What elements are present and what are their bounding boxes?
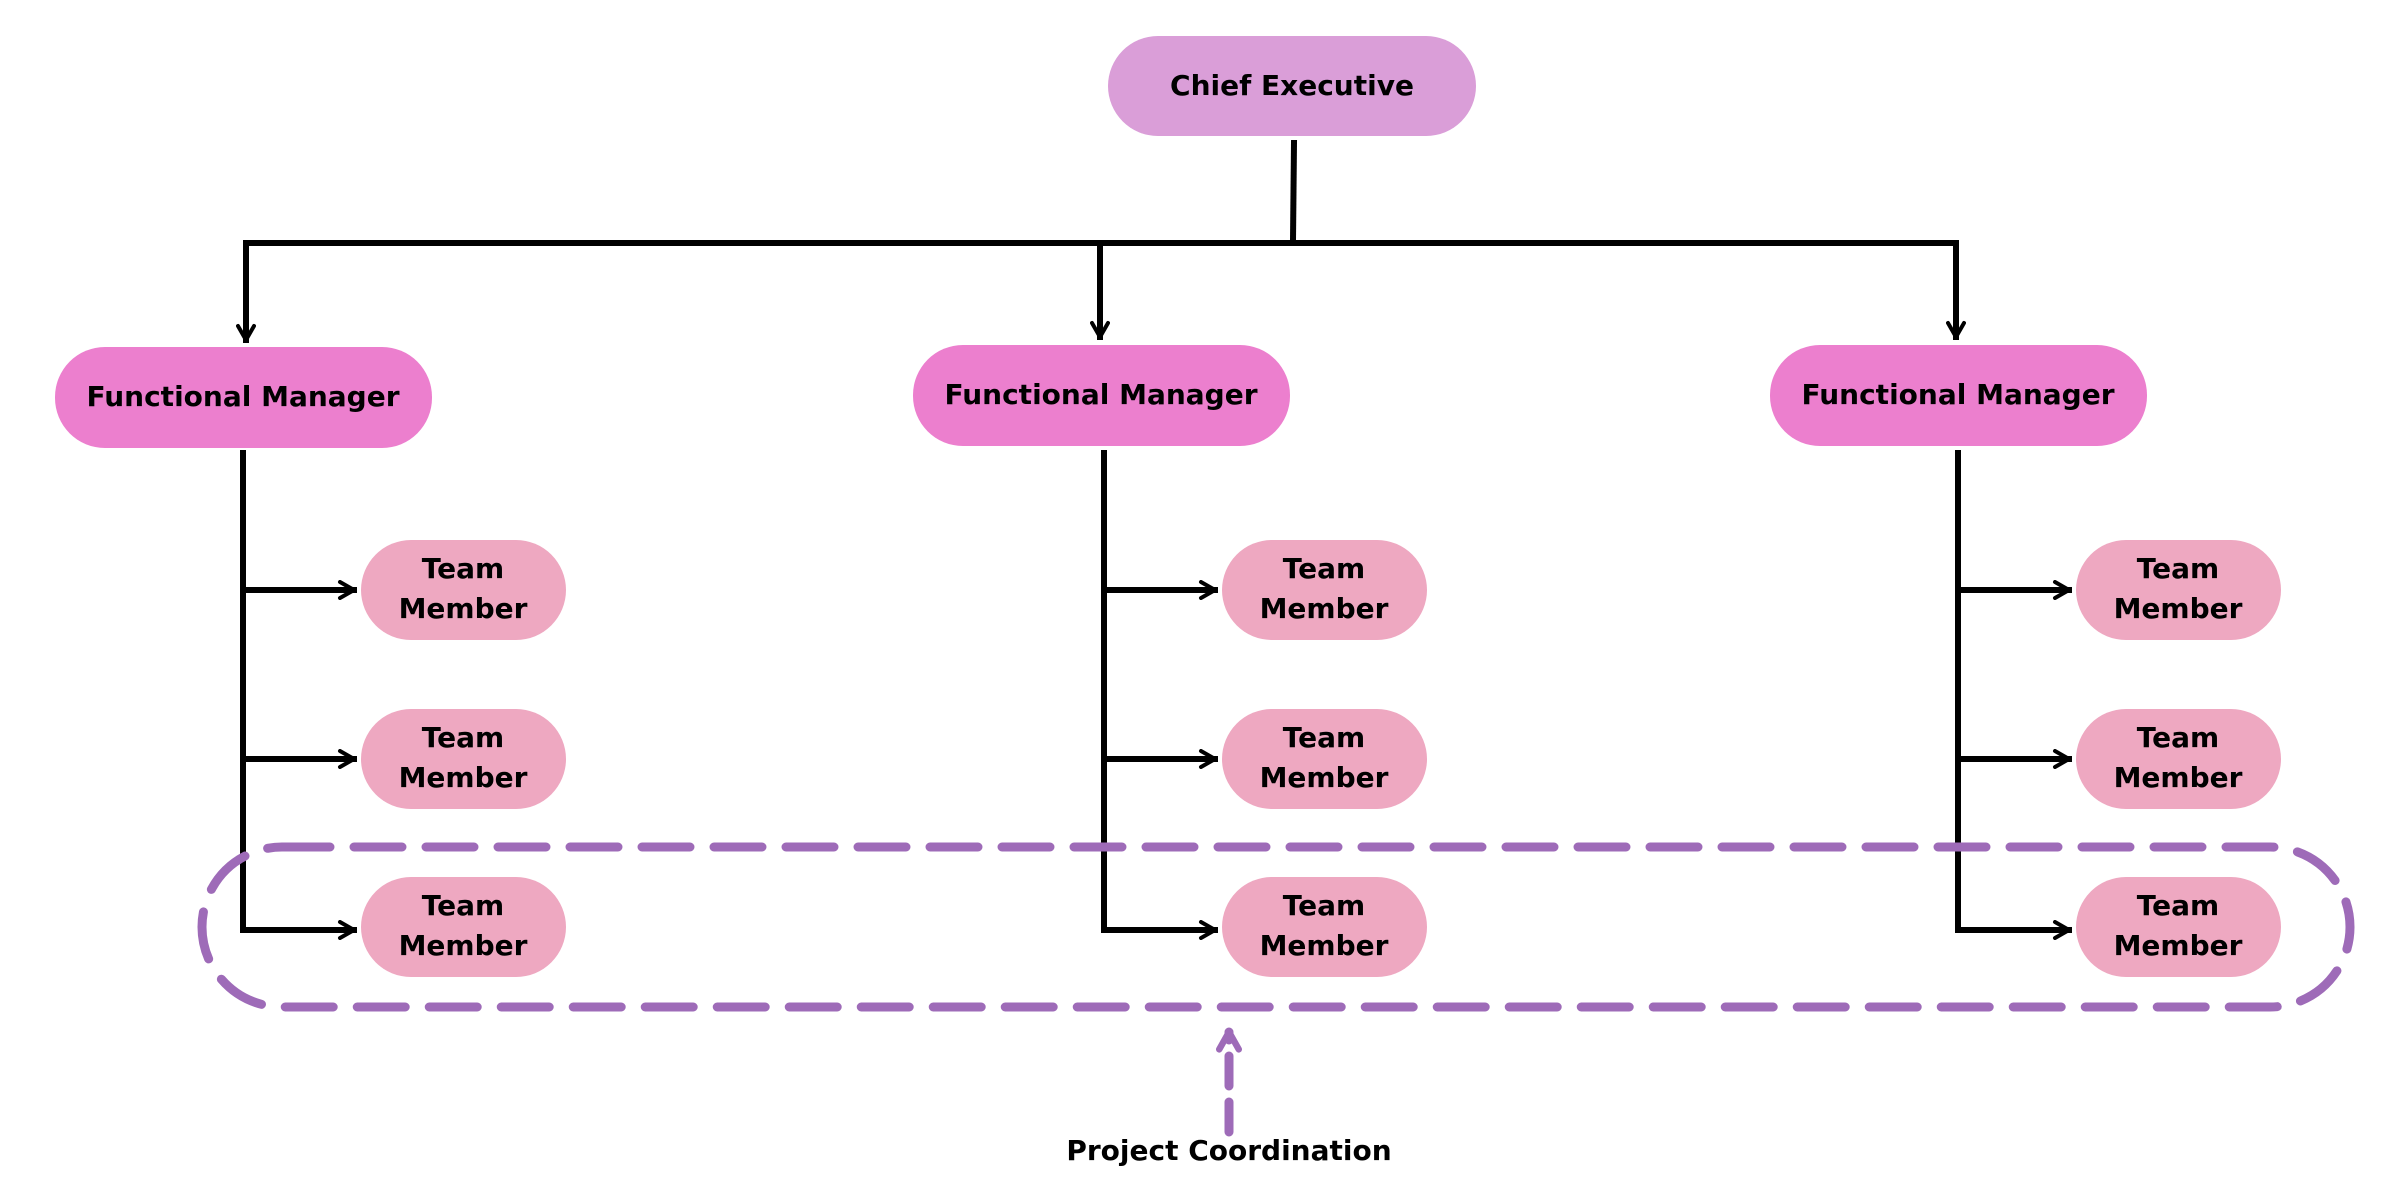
functional-manager-box-3: [1770, 345, 2147, 446]
team-member-label-line1: Team: [422, 889, 504, 922]
team-member-box: [2076, 709, 2281, 809]
team-member-label-line2: Member: [2114, 592, 2243, 625]
team-connectors: [240, 450, 2072, 940]
chief-executive-node: Chief Executive: [1108, 36, 1476, 136]
functional-manager-node-3: Functional Manager: [1770, 345, 2147, 446]
functional-manager-label-3: Functional Manager: [1801, 378, 2114, 411]
team-member-node: Team Member: [361, 709, 566, 809]
team-member-label-line2: Member: [399, 761, 528, 794]
team-member-box: [2076, 877, 2281, 977]
manager-1-trunk-line: [240, 450, 357, 940]
functional-manager-node-2: Functional Manager: [913, 345, 1290, 446]
functional-manager-node-1: Functional Manager: [55, 347, 432, 448]
team-member-box: [361, 540, 566, 640]
team-member-node: Team Member: [361, 877, 566, 977]
team-member-node: Team Member: [2076, 709, 2281, 809]
team-member-box: [361, 877, 566, 977]
team-member-node: Team Member: [361, 540, 566, 640]
team-member-box: [1222, 709, 1427, 809]
team-member-label-line1: Team: [2137, 889, 2219, 922]
team-member-box: [1222, 540, 1427, 640]
functional-manager-label-1: Functional Manager: [86, 380, 399, 413]
team-member-node: Team Member: [1222, 709, 1427, 809]
chief-executive-label: Chief Executive: [1170, 69, 1414, 102]
team-member-node: Team Member: [2076, 540, 2281, 640]
team-member-label-line2: Member: [399, 929, 528, 962]
team-member-label-line1: Team: [422, 552, 504, 585]
team-member-label-line1: Team: [1283, 889, 1365, 922]
manager-2-trunk-line: [1101, 450, 1218, 940]
team-member-node: Team Member: [1222, 540, 1427, 640]
team-member-box: [2076, 540, 2281, 640]
project-coordination-label: Project Coordination: [1066, 1134, 1391, 1167]
team-member-label-line1: Team: [422, 721, 504, 754]
team-member-box: [361, 709, 566, 809]
team-member-box: [1222, 877, 1427, 977]
team-member-node: Team Member: [1222, 877, 1427, 977]
manager-3-trunk-line: [1955, 450, 2072, 940]
chief-executive-box: [1108, 36, 1476, 136]
team-member-label-line2: Member: [399, 592, 528, 625]
executive-connectors: [236, 139, 1966, 343]
team-member-label-line2: Member: [1260, 592, 1389, 625]
team-member-label-line1: Team: [1283, 552, 1365, 585]
executive-stem-line: [1289, 139, 1298, 244]
team-member-label-line2: Member: [1260, 929, 1389, 962]
team-member-node: Team Member: [2076, 877, 2281, 977]
team-members: Team Member Team Member Team Member Team…: [361, 540, 2281, 977]
team-member-label-line2: Member: [2114, 929, 2243, 962]
team-member-label-line1: Team: [2137, 721, 2219, 754]
team-member-label-line1: Team: [2137, 552, 2219, 585]
team-member-label-line1: Team: [1283, 721, 1365, 754]
team-member-label-line2: Member: [2114, 761, 2243, 794]
project-coordination-group: [197, 842, 2355, 1012]
functional-manager-box-2: [913, 345, 1290, 446]
functional-manager-label-2: Functional Manager: [944, 378, 1257, 411]
team-member-label-line2: Member: [1260, 761, 1389, 794]
functional-manager-box-1: [55, 347, 432, 448]
